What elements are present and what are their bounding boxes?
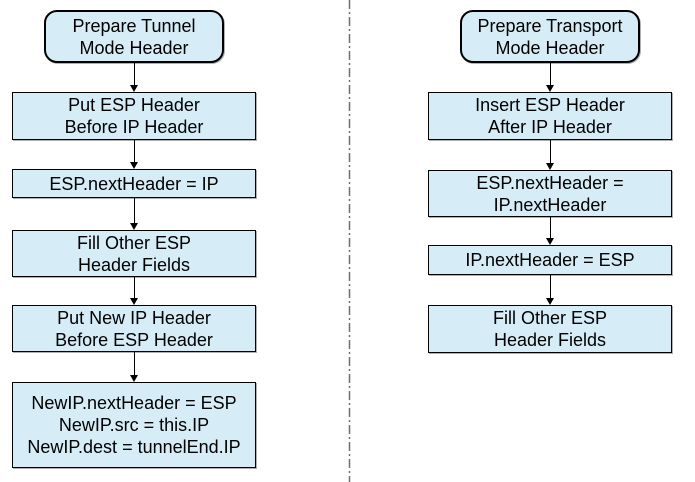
node-text-line: NewIP.dest = tunnelEnd.IP — [27, 437, 241, 457]
node-text-line: IP.nextHeader — [493, 194, 607, 215]
node-text-line: Prepare Tunnel — [72, 15, 196, 36]
arrow-head — [546, 298, 554, 305]
node-text-line: Header Fields — [77, 254, 191, 275]
node-text-line: Mode Header — [79, 37, 189, 58]
arrow-down-icon — [545, 63, 555, 92]
node-text-line: ESP.nextHeader = IP — [49, 173, 219, 194]
node-put-new-ip-header-before-esp-header: Put New IP Header Before ESP Header — [12, 305, 256, 352]
arrow-down-icon — [129, 198, 139, 230]
node-text-line: Before IP Header — [64, 117, 204, 137]
arrow-head — [546, 238, 554, 245]
node-text-line: Put ESP Header — [68, 95, 200, 115]
arrow-down-icon — [129, 352, 139, 382]
node-text-line: After IP Header — [488, 117, 612, 137]
arrow-down-icon — [545, 275, 555, 305]
node-text-line: Fill Other ESP — [76, 232, 192, 253]
arrow-down-icon — [129, 63, 139, 92]
node-fill-other-esp-header-fields-transport: Fill Other ESP Header Fields — [428, 305, 672, 353]
node-insert-esp-header-after-ip-header: Insert ESP Header After IP Header — [428, 92, 672, 140]
node-text-line: Fill Other ESP — [492, 308, 608, 328]
node-newip-assignments: NewIP.nextHeader = ESP NewIP.src = this.… — [12, 382, 256, 468]
arrow-shaft — [133, 198, 135, 225]
arrow-down-icon — [129, 277, 139, 305]
node-text-line: NewIP.nextHeader = ESP — [31, 393, 237, 413]
arrow-head — [546, 163, 554, 170]
node-ip-nextheader-esp: IP.nextHeader = ESP — [428, 245, 672, 275]
node-text-line: NewIP.src = this.IP — [58, 415, 210, 435]
arrow-head — [130, 162, 138, 169]
arrow-shaft — [133, 277, 135, 300]
arrow-down-icon — [129, 140, 139, 169]
arrow-shaft — [133, 352, 135, 377]
arrow-shaft — [549, 140, 551, 165]
column-divider — [348, 0, 351, 482]
arrow-head — [130, 223, 138, 230]
node-text-line: ESP.nextHeader = — [476, 172, 624, 193]
arrow-head — [130, 85, 138, 92]
node-text-line: IP.nextHeader = ESP — [465, 250, 635, 270]
node-esp-nextheader-ip-nextheader: ESP.nextHeader = IP.nextHeader — [428, 170, 672, 217]
arrow-shaft — [549, 217, 551, 240]
node-put-esp-header-before-ip-header: Put ESP Header Before IP Header — [12, 92, 256, 140]
arrow-head — [130, 298, 138, 305]
node-esp-nextheader-ip: ESP.nextHeader = IP — [12, 169, 256, 198]
node-text-line: Prepare Transport — [477, 15, 623, 36]
node-text-line: Insert ESP Header — [475, 95, 625, 115]
arrow-shaft — [549, 63, 551, 87]
arrow-down-icon — [545, 217, 555, 245]
arrow-shaft — [549, 275, 551, 300]
node-text-line: Put New IP Header — [57, 307, 211, 328]
node-text-line: Header Fields — [493, 330, 607, 350]
node-text-line: Mode Header — [495, 37, 605, 58]
node-prepare-tunnel-mode-header: Prepare Tunnel Mode Header — [44, 10, 224, 63]
node-fill-other-esp-header-fields-tunnel: Fill Other ESP Header Fields — [12, 230, 256, 277]
arrow-head — [546, 85, 554, 92]
node-text-line: Before ESP Header — [55, 329, 213, 350]
node-prepare-transport-mode-header: Prepare Transport Mode Header — [460, 10, 640, 63]
arrow-down-icon — [545, 140, 555, 170]
arrow-head — [130, 375, 138, 382]
arrow-shaft — [133, 63, 135, 87]
arrow-shaft — [133, 140, 135, 164]
